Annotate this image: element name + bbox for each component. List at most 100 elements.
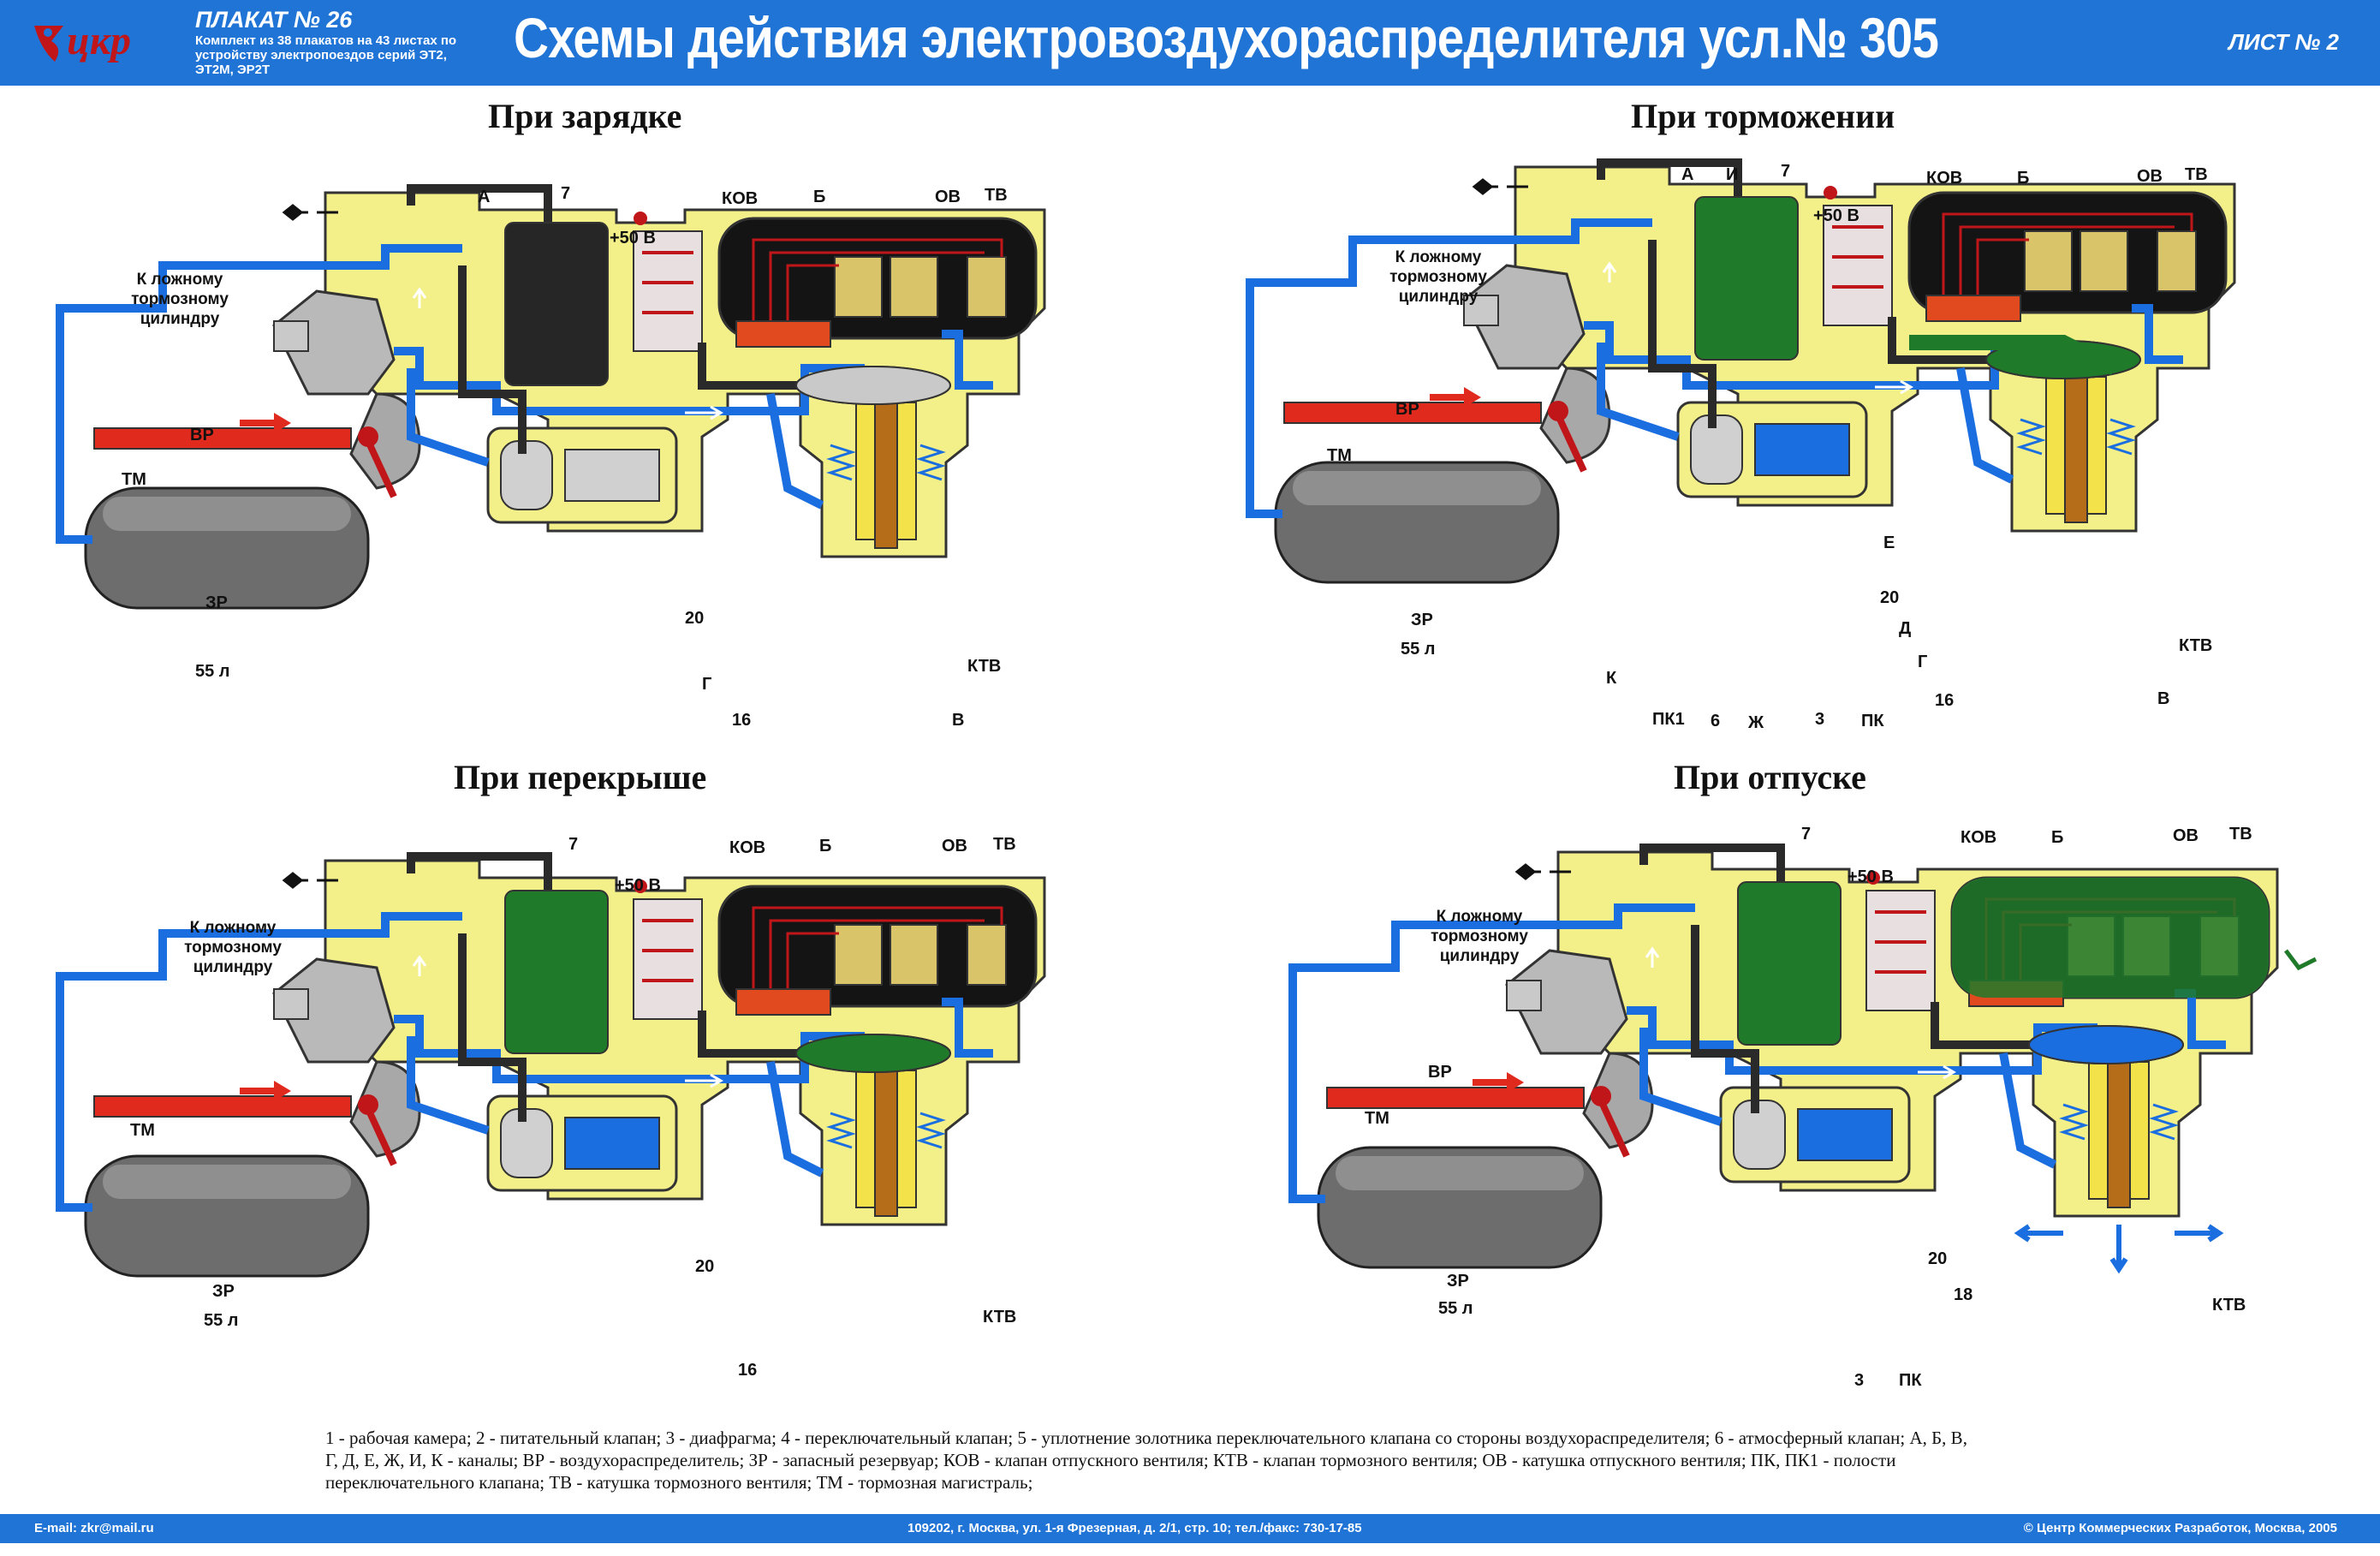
label: ПК1: [1652, 710, 1685, 729]
label: ПК: [1899, 1371, 1922, 1390]
label: +50 В: [1847, 867, 1894, 886]
label: ТВ: [2229, 825, 2252, 844]
plakat-subtitle: Комплект из 38 плакатов на 43 листах по …: [195, 33, 457, 77]
label: 55 л: [204, 1311, 239, 1330]
diagram-brake: [1250, 163, 2234, 582]
label: Б: [819, 837, 831, 856]
label: А: [478, 188, 490, 206]
dest-line: К ложному: [1395, 248, 1482, 266]
footer-email: E-mail: zkr@mail.ru: [34, 1521, 154, 1535]
dest-line: К ложному: [137, 271, 223, 289]
diagram-charge: [60, 188, 1044, 608]
label: +50 В: [1813, 206, 1859, 225]
label: 7: [1781, 162, 1790, 181]
label: Б: [813, 188, 825, 206]
label: +50 В: [610, 229, 656, 247]
panel-title-lap: При перекрыше: [454, 758, 707, 796]
label: К: [1606, 669, 1617, 688]
panel-title-brake: При торможении: [1631, 97, 1895, 135]
labels-lap: 7 +50 В КОВ Б ОВ ТВ ТМ ЗР 55 л 20 16 КТВ…: [130, 835, 1016, 1380]
label: Г: [702, 675, 711, 694]
label: 7: [1801, 825, 1811, 844]
panel-title-charge: При зарядке: [488, 97, 682, 135]
dest-line: тормозному: [184, 939, 282, 957]
label: ЗР: [1411, 611, 1433, 629]
label: 3: [1854, 1371, 1864, 1390]
labels-release: 7 +50 В КОВ Б ОВ ТВ ВР ТМ ЗР 55 л 20 18 …: [1365, 825, 2252, 1390]
label: Б: [2017, 169, 2029, 188]
label: КОВ: [722, 189, 758, 208]
panel-title-release: При отпуске: [1674, 758, 1866, 796]
label: ВР: [1428, 1063, 1452, 1082]
dest-line: цилиндру: [193, 958, 273, 976]
dest-line: тормозному: [1431, 927, 1528, 945]
plakat-info: ПЛАКАТ № 26 Комплект из 38 плакатов на 4…: [195, 7, 478, 77]
label: ОВ: [942, 837, 967, 856]
label: 55 л: [1401, 640, 1436, 659]
label: КТВ: [983, 1308, 1016, 1326]
label: 6: [1711, 712, 1720, 730]
dest-line: тормозному: [1389, 268, 1487, 286]
dest-line: К ложному: [190, 919, 277, 937]
label: 20: [1880, 588, 1899, 607]
label: ОВ: [935, 188, 961, 206]
dest-line: К ложному: [1437, 908, 1523, 926]
legend-text: 1 - рабочая камера; 2 - питательный клап…: [325, 1428, 1967, 1493]
label: ТМ: [1327, 446, 1352, 465]
label: В: [952, 711, 964, 730]
label: КТВ: [967, 657, 1001, 676]
label: Б: [2051, 828, 2063, 847]
label: ТВ: [993, 835, 1016, 854]
footer-bar: E-mail: zkr@mail.ru 109202, г. Москва, у…: [0, 1514, 2380, 1543]
dest-line: тормозному: [131, 290, 229, 308]
label: 16: [1935, 691, 1954, 710]
label: ТМ: [130, 1121, 155, 1140]
logo-text: цкр: [67, 18, 132, 63]
label: 7: [568, 835, 578, 854]
logo-icon: [34, 26, 63, 62]
sheet-number: ЛИСТ № 2: [2228, 29, 2339, 55]
label: КТВ: [2212, 1296, 2246, 1315]
label: 16: [732, 711, 751, 730]
label: И: [1726, 165, 1738, 184]
diagram-canvas: А 7 +50 В КОВ Б ОВ ТВ ВР ТМ ЗР 55 л 20 Г…: [0, 0, 2318, 1390]
label: 16: [738, 1361, 757, 1380]
label: КОВ: [729, 838, 765, 857]
label: А: [1681, 165, 1693, 184]
label: ЗР: [1447, 1272, 1469, 1291]
page-title: Схемы действия электровоздухораспределит…: [514, 6, 1939, 69]
footer-address: 109202, г. Москва, ул. 1-я Фрезерная, д.…: [907, 1521, 1362, 1535]
labels-charge: А 7 +50 В КОВ Б ОВ ТВ ВР ТМ ЗР 55 л 20 Г…: [122, 184, 1008, 730]
label: КОВ: [1926, 169, 1962, 188]
label: 55 л: [195, 662, 230, 681]
label: ЗР: [212, 1282, 235, 1301]
label: 20: [1928, 1249, 1947, 1268]
label: ТМ: [122, 470, 146, 489]
label: ОВ: [2137, 167, 2163, 186]
label: ТМ: [1365, 1109, 1389, 1128]
label: Г: [1918, 653, 1927, 671]
label: ПК: [1861, 712, 1884, 730]
label: КТВ: [2179, 636, 2212, 655]
label: 3: [1815, 710, 1824, 729]
label: 20: [695, 1257, 714, 1276]
dest-line: цилиндру: [1440, 947, 1520, 965]
label: ТВ: [985, 186, 1008, 205]
label: ВР: [190, 426, 214, 444]
header-bar: цкр ПЛАКАТ № 26 Комплект из 38 плакатов …: [0, 0, 2380, 86]
label: КОВ: [1961, 828, 1996, 847]
label: 7: [561, 184, 570, 203]
label: 18: [1954, 1285, 1972, 1304]
diagram-lap: [60, 856, 1044, 1276]
label: Ж: [1747, 713, 1764, 732]
label: 20: [685, 609, 704, 628]
label: Д: [1899, 619, 1911, 638]
label: 55 л: [1438, 1299, 1473, 1318]
label: ВР: [1395, 400, 1419, 419]
labels-brake: А И 7 +50 В КОВ Б ОВ ТВ ВР ТМ ЗР 55 л Е …: [1327, 162, 2212, 732]
dest-line: цилиндру: [140, 310, 220, 328]
dest-line: цилиндру: [1399, 288, 1479, 306]
plakat-number: ПЛАКАТ № 26: [195, 7, 353, 33]
label: ТВ: [2185, 165, 2208, 184]
footer-copyright: © Центр Коммерческих Разработок, Москва,…: [2023, 1521, 2337, 1535]
